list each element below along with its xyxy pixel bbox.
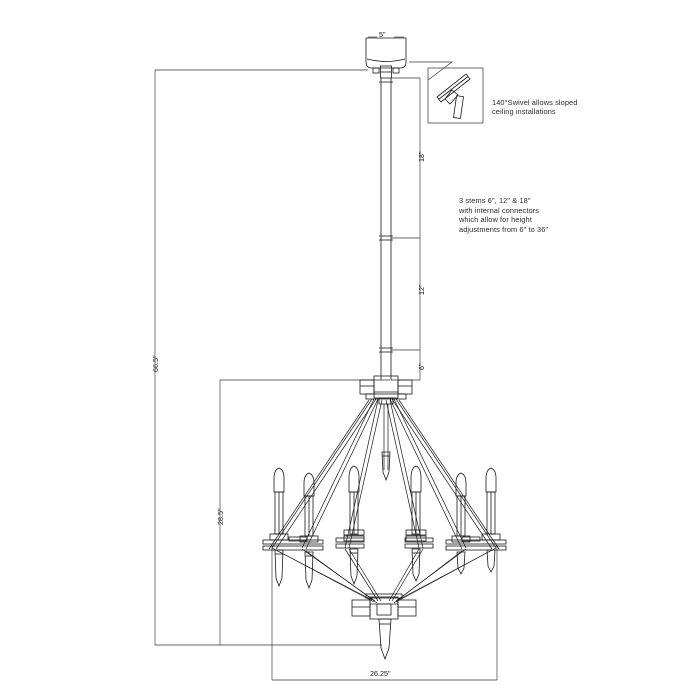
dimension-lines xyxy=(154,36,498,681)
stems-annotation-line-3: which allow for height xyxy=(459,215,532,224)
bottom-hub xyxy=(351,593,417,620)
candle-light xyxy=(405,465,427,542)
stem-rod xyxy=(379,78,393,380)
stem-dimension-lines xyxy=(391,77,421,381)
candle-ring xyxy=(262,536,507,551)
crystal-drops-ring xyxy=(274,548,496,590)
crystal-finial-bottom xyxy=(378,618,392,661)
canopy xyxy=(365,37,407,79)
candle-light xyxy=(481,467,501,541)
dimension-label-canopy-width: 5" xyxy=(379,30,386,39)
dimension-label-fixture-width: 26.25" xyxy=(370,669,391,678)
dimension-label-fixture-height: 28.5" xyxy=(216,508,225,525)
candle-light xyxy=(451,472,471,543)
dimension-label-overall-height: 66.5" xyxy=(151,355,160,372)
dimension-label-stem-middle: 12" xyxy=(417,284,426,295)
frame-arms-upper xyxy=(268,398,500,550)
center-frame xyxy=(383,404,389,470)
frame-arms-lower xyxy=(271,547,497,604)
candle-light xyxy=(343,465,365,542)
candle-light xyxy=(299,472,319,543)
swivel-detail-inset xyxy=(409,61,484,124)
dimension-label-stem-bottom: 6" xyxy=(417,363,426,370)
crystal-drop-center-upper xyxy=(381,451,391,482)
stems-annotation-line-1: 3 stems 6", 12" & 18" xyxy=(459,196,531,205)
top-hub xyxy=(359,375,413,405)
candle-light xyxy=(269,467,289,541)
dimension-label-stem-top: 18" xyxy=(417,151,426,162)
stems-annotation-line-4: adjustments from 6" to 36" xyxy=(459,224,549,234)
stems-annotation-line-2: with internal connectors xyxy=(459,205,540,215)
swivel-annotation: 140°Swivel allows sloped ceiling install… xyxy=(492,98,578,117)
